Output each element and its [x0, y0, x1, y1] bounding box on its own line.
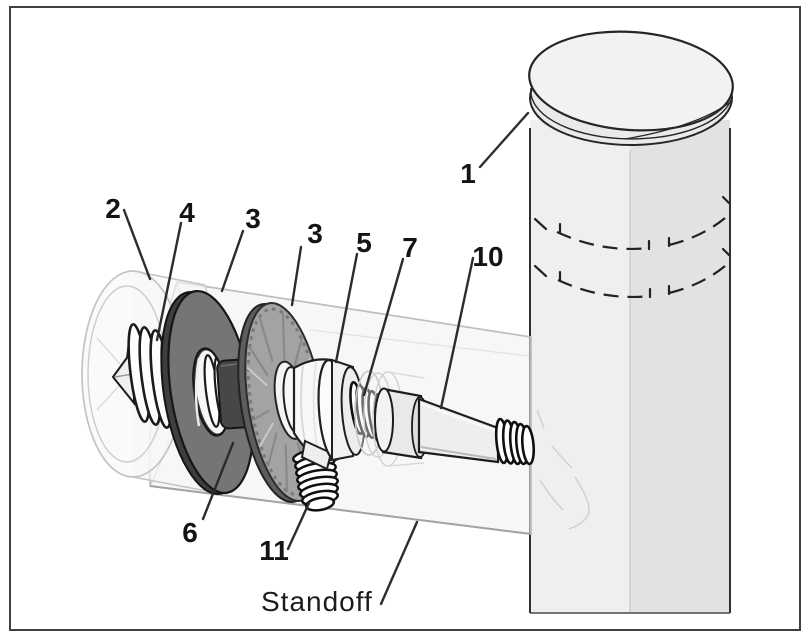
- callout-11: 11: [259, 535, 289, 566]
- bolt-collar-face: [374, 387, 394, 453]
- standoff-label: Standoff: [261, 586, 373, 617]
- hidden-hole-dashes: [533, 195, 731, 299]
- callout-7: 7: [402, 232, 418, 263]
- leader-7: [362, 257, 405, 397]
- leader-3b: [290, 245, 303, 307]
- callout-4: 4: [179, 197, 195, 228]
- post-cap-top: [528, 30, 734, 132]
- leader-3a: [220, 229, 245, 293]
- post-cap-rim-line: [624, 102, 730, 140]
- post-front-facet: [530, 120, 630, 613]
- leader-11: [286, 501, 311, 551]
- post: [528, 30, 734, 614]
- swivel-lug: [300, 439, 333, 471]
- callout-3a: 3: [245, 203, 261, 234]
- callout-10: 10: [472, 241, 503, 272]
- callout-6: 6: [182, 517, 198, 548]
- post-cap-inner-edge: [530, 87, 732, 140]
- leader-5: [334, 252, 359, 364]
- swivel-fitting: [282, 358, 366, 471]
- bolt-shank: [417, 397, 500, 464]
- callout-2: 2: [105, 193, 121, 224]
- leader-10: [439, 256, 475, 410]
- callout-labels: 1 2 4 3 3 5 7 10 6 11 Standoff: [105, 158, 503, 617]
- callout-1: 1: [460, 158, 476, 189]
- mounting-bolt: [374, 387, 536, 466]
- leader-2: [122, 208, 152, 281]
- figure-frame: [9, 6, 801, 631]
- leader-standoff: [379, 520, 419, 606]
- leader-6: [201, 441, 235, 521]
- leader-4: [155, 221, 183, 342]
- post-ghost-hole: [536, 409, 590, 530]
- callout-3b: 3: [307, 218, 323, 249]
- callout-5: 5: [356, 227, 372, 258]
- leader-1: [478, 111, 530, 169]
- leader-lines: [122, 111, 530, 606]
- standoff-body-inner-line: [309, 329, 530, 357]
- post-side-facet: [630, 120, 730, 613]
